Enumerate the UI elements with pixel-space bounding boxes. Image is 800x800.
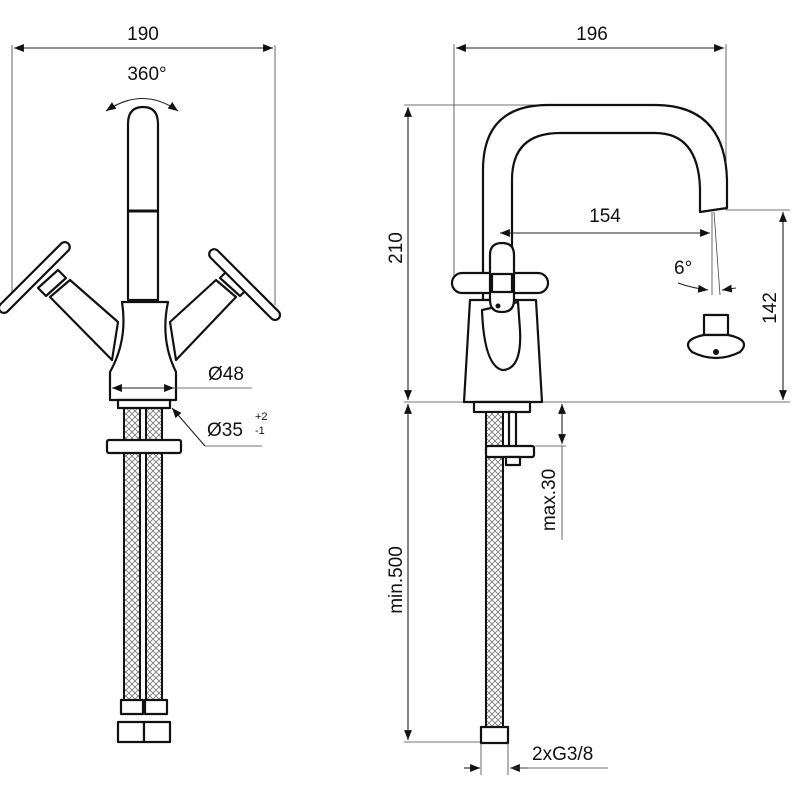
width-label-196: 196 <box>576 24 608 45</box>
height-210-dimension: 210 <box>386 107 412 400</box>
width-dimension-front: 190 <box>11 24 276 305</box>
angle-6-label: 6° <box>674 258 692 279</box>
diameter-48-label: Ø48 <box>208 364 244 385</box>
front-view: 190 360° <box>0 24 282 744</box>
hose-side <box>485 411 504 728</box>
mounting-plate-side <box>484 444 536 459</box>
height-210-label: 210 <box>386 232 407 264</box>
tolerance-upper: +2 <box>255 411 268 423</box>
connection-nut-side <box>479 725 510 745</box>
rotation-indicator: 360° <box>105 64 179 112</box>
rotation-label: 360° <box>127 64 166 85</box>
spout-height-dimension: 142 <box>760 212 787 400</box>
reach-154-label: 154 <box>589 206 621 227</box>
connection-dimension: 2xG3/8 <box>464 743 608 775</box>
diameter-35-dimension: Ø35 +2 -1 <box>171 407 268 447</box>
reach-154-dimension: 154 <box>500 206 713 295</box>
spout-height-label: 142 <box>760 292 781 324</box>
handle-left <box>0 241 120 362</box>
hose-length-label: min.500 <box>386 546 407 614</box>
hose-length-dimension: min.500 <box>386 404 412 740</box>
handle-insert-detail <box>686 313 746 360</box>
max-30-label: max.30 <box>539 469 560 531</box>
max-30-dimension: max.30 <box>535 404 566 540</box>
angle-6-dimension: 6° <box>674 211 737 296</box>
side-view: 196 210 min.500 142 154 <box>386 24 790 775</box>
tolerance-lower: -1 <box>255 425 265 437</box>
width-label-190: 190 <box>127 24 159 45</box>
handle-right <box>168 248 282 362</box>
diameter-48-dimension: Ø48 <box>112 364 252 392</box>
base-ring <box>116 398 172 410</box>
connection-nuts-front <box>116 698 172 744</box>
body-front <box>108 300 178 402</box>
width-dimension-side: 196 <box>453 24 727 282</box>
mounting-plate <box>105 438 183 455</box>
diameter-35-label: Ø35 <box>207 420 243 441</box>
connection-label: 2xG3/8 <box>532 744 593 765</box>
spout-front <box>126 105 160 302</box>
